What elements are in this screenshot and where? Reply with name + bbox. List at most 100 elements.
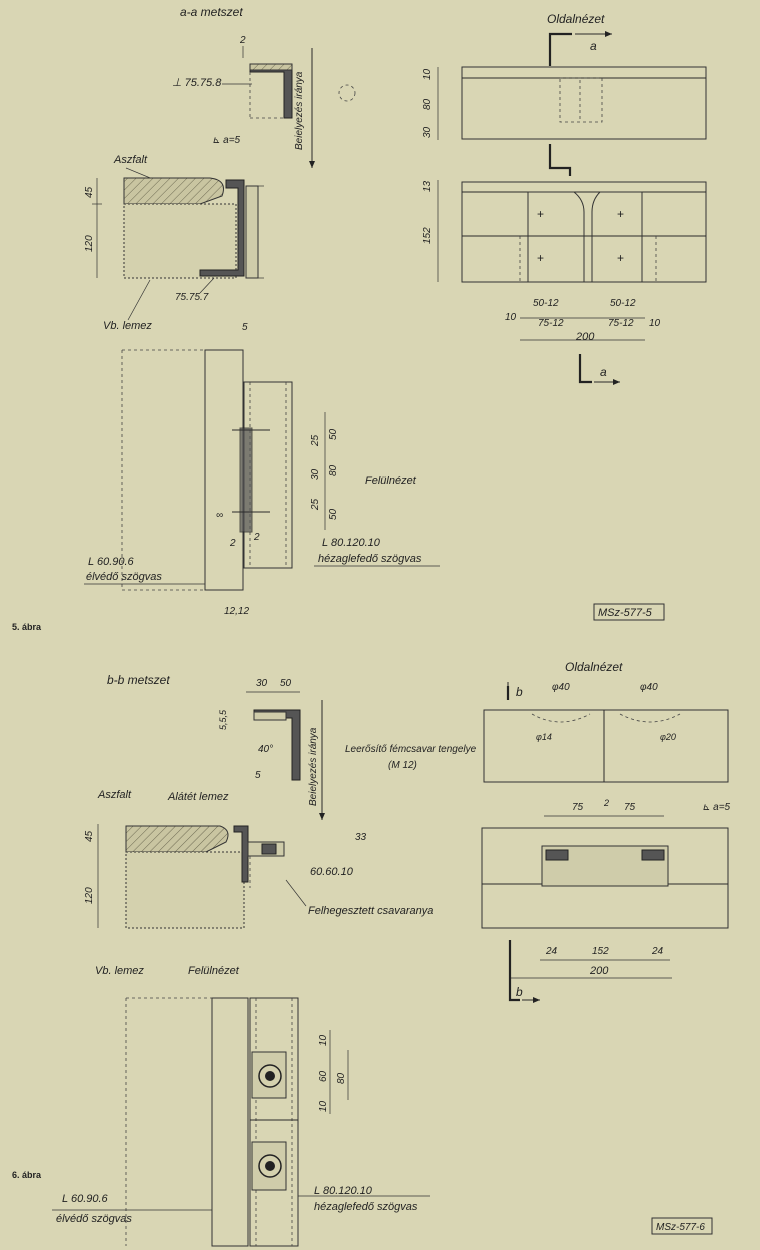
- fig5-section-a-a: a-a metszet 2 ⊥ 75.75.8 ⊾ a=5 Beielyezés…: [172, 5, 356, 168]
- svg-text:+: +: [537, 207, 544, 221]
- fig5-cover-name: hézaglefedő szögvas: [318, 553, 422, 565]
- fig5-side-dim-10: 10: [422, 68, 433, 80]
- fig6-phi14: φ14: [536, 732, 552, 742]
- fig6-dim-120: 120: [84, 887, 95, 904]
- fig5-top-dim-25b: 25: [310, 498, 321, 511]
- fig5-cover-angle: L 80.120.10: [322, 537, 381, 549]
- fig5-dim-45: 45: [84, 186, 95, 198]
- fig5-weld-label: ⊾ a=5: [212, 135, 241, 146]
- fig5-section-title: a-a metszet: [180, 5, 243, 19]
- fig5-dim-50-12-right: 50-12: [610, 298, 636, 309]
- fig6-phi40-right: φ40: [640, 682, 658, 693]
- fig5-asphalt-detail: Aszfalt 45 120 75.75.7 Vb. lemez: [84, 154, 264, 332]
- fig5-dim-2: 2: [239, 35, 246, 46]
- fig6-nut-label: Felhegesztett csavaranya: [308, 905, 433, 917]
- fig5-asphalt-label: Aszfalt: [113, 154, 148, 166]
- fig6-dim-45: 45: [84, 830, 95, 842]
- fig6-dim-5: 5: [255, 770, 261, 781]
- fig5-plate-label: Vb. lemez: [103, 320, 152, 332]
- fig6-section-title: b-b metszet: [107, 673, 170, 687]
- fig6-top-dim-60: 60: [318, 1070, 329, 1082]
- fig5-side-view: Oldalnézet a 10 80 30 + + + + 13 152 50-…: [422, 12, 707, 385]
- fig6-section-b-b: b-b metszet 30 50 5,5,5 40° 5 Beielyezés…: [107, 673, 477, 820]
- fig5-dim-10-left: 10: [505, 312, 517, 323]
- fig5-top-dim-80: 80: [328, 464, 339, 476]
- fig6-label: 6. ábra: [12, 1170, 42, 1180]
- fig6-top-dim-80: 80: [336, 1072, 347, 1084]
- fig5-dim-120: 120: [84, 235, 95, 252]
- fig5-dim-50-12-left: 50-12: [533, 298, 559, 309]
- fig6-edge-name: élvédő szögvas: [56, 1213, 132, 1225]
- fig5-side-dim-30: 30: [422, 126, 433, 138]
- fig6-top-dim-10a: 10: [318, 1034, 329, 1046]
- fig6-cut-top: b: [516, 685, 523, 699]
- fig6-install-direction: Beielyezés iránya: [308, 727, 319, 806]
- fig6-shim-label: Alátét lemez: [167, 791, 229, 803]
- fig6-dim-2: 2: [603, 798, 609, 808]
- fig5-dim-200: 200: [575, 331, 595, 343]
- fig6-cut-bottom: b: [516, 985, 523, 999]
- fig6-phi40-left: φ40: [552, 682, 570, 693]
- fig6-angle-label: 60.60.10: [310, 866, 354, 878]
- fig6-top-view: Vb. lemez Felülnézet 10 60 80 10 L 80.12…: [52, 965, 430, 1247]
- fig5-top-dim-50b: 50: [328, 508, 339, 520]
- fig6-side-title: Oldalnézet: [565, 660, 623, 674]
- fig5-edge-name: élvédő szögvas: [86, 571, 162, 583]
- fig6-concrete-slab: [125, 851, 245, 929]
- fig6-top-dim-10b: 10: [318, 1100, 329, 1112]
- fig5-dim-5: 5: [242, 322, 248, 333]
- fig5-top-dim-50a: 50: [328, 428, 339, 440]
- fig5-angle-profile: [249, 63, 293, 119]
- fig6-top-title: Felülnézet: [188, 965, 240, 977]
- fig6-dim-24-right: 24: [651, 946, 664, 957]
- fig6-stamp-box: [651, 1217, 713, 1235]
- fig5-asphalt-layer: [123, 177, 224, 205]
- fig5-top-dim-2a: 2: [229, 538, 236, 549]
- fig5-angle-label: ⊥ 75.75.8: [172, 77, 222, 89]
- fig5-side-title: Oldalnézet: [547, 12, 605, 26]
- fig6-bolt-axis: Leerősítő fémcsavar tengelye: [345, 744, 477, 755]
- fig6-stamp: MSz-577-6: [656, 1222, 705, 1233]
- fig6-weld-label: ⊾ a=5: [702, 802, 731, 813]
- fig6-bolt-size: (M 12): [388, 760, 417, 771]
- fig6-dim-50: 50: [280, 678, 292, 689]
- fig5-side-dim-80: 80: [422, 98, 433, 110]
- fig6-asphalt-detail: Aszfalt Alátét lemez 45 120 33 60.60.10 …: [84, 789, 433, 929]
- fig6-dim-555: 5,5,5: [218, 709, 228, 730]
- fig5-cut-top: a: [590, 39, 597, 53]
- fig6-asphalt-label: Aszfalt: [97, 789, 132, 801]
- fig5-top-title: Felülnézet: [365, 475, 417, 487]
- fig6-plate-label: Vb. lemez: [95, 965, 144, 977]
- fig6-dim-33: 33: [355, 832, 367, 843]
- fig5-concrete-slab: [123, 203, 237, 279]
- fig6-edge-angle: L 60.90.6: [62, 1193, 109, 1205]
- fig6-dim-152: 152: [592, 946, 609, 957]
- fig5-angle-75-75-7: [199, 179, 245, 277]
- fig6-dim-40: 40°: [258, 744, 273, 755]
- fig5-dim-75-12-right: 75-12: [608, 318, 634, 329]
- fig6-phi20: φ20: [660, 732, 676, 742]
- svg-text:+: +: [617, 251, 624, 265]
- fig5-install-direction: Beielyezés iránya: [294, 71, 305, 150]
- fig5-top-view: 5 25 50 30 80 25 50 Felülnézet ∞ 2 2 L 8…: [84, 322, 440, 617]
- fig5-side-dim-13: 13: [422, 180, 433, 192]
- fig5-label: 5. ábra: [12, 622, 42, 632]
- fig6-cover-name: hézaglefedő szögvas: [314, 1201, 418, 1213]
- svg-text:+: +: [537, 251, 544, 265]
- fig6-dim-200: 200: [589, 965, 609, 977]
- fig5-edge-angle: L 60.90.6: [88, 556, 135, 568]
- fig5-side-dim-152: 152: [422, 227, 433, 244]
- fig6-dim-75-left: 75: [572, 802, 584, 813]
- fig5-infinity: ∞: [216, 510, 223, 521]
- fig6-dim-30: 30: [256, 678, 268, 689]
- fig5-dim-75-12-left: 75-12: [538, 318, 564, 329]
- fig6-asphalt-layer: [125, 825, 229, 853]
- fig5-top-dim-1212: 12,12: [224, 606, 249, 617]
- fig6-dim-24-left: 24: [545, 946, 558, 957]
- fig5-cut-bottom: a: [600, 365, 607, 379]
- fig6-side-view: Oldalnézet b φ40 φ40 φ14 φ20 75 2 75 ⊾ a…: [481, 660, 731, 1003]
- fig5-top-dim-30: 30: [310, 468, 321, 480]
- fig6-cover-angle: L 80.120.10: [314, 1185, 373, 1197]
- svg-text:+: +: [617, 207, 624, 221]
